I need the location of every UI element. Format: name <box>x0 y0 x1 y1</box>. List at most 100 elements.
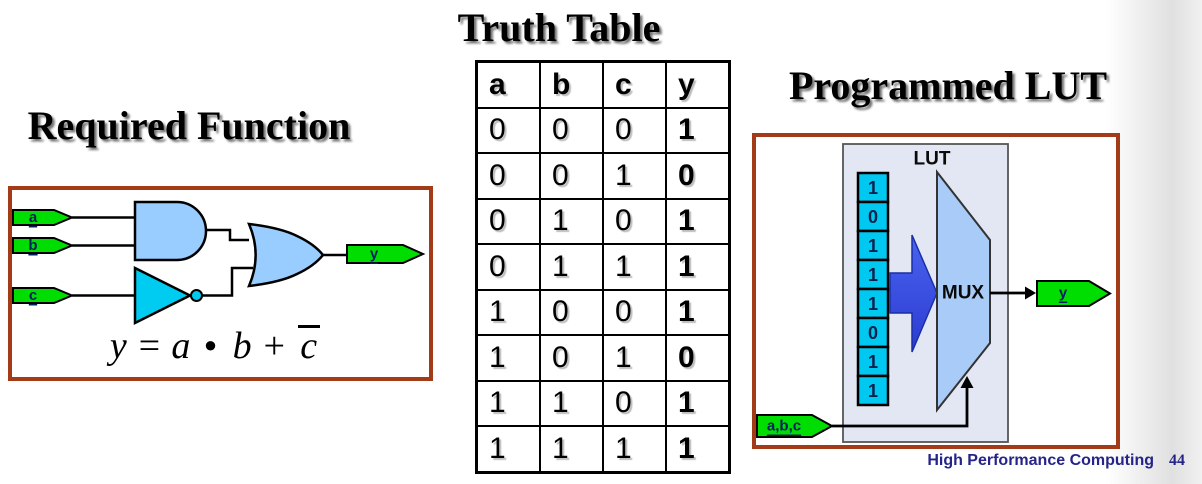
output-tag-y <box>346 244 426 264</box>
lut-memory-cells: 1 0 1 1 1 0 1 1 <box>856 171 890 407</box>
and-gate <box>133 200 208 262</box>
memory-cell <box>856 345 890 378</box>
lut-input-tag-abc <box>756 414 835 438</box>
programmed-lut-diagram: LUT 1 0 1 1 1 0 1 1 <box>752 133 1120 449</box>
cell: 1 <box>475 334 541 382</box>
lut-input-tag-abc-label: a,b,c <box>767 418 801 435</box>
cell: 0 <box>475 152 541 200</box>
lut-svg: LUT 1 0 1 1 1 0 1 1 <box>756 143 1112 443</box>
memory-cell-value: 1 <box>868 381 878 401</box>
lut-output-tag-y-label: y <box>1059 285 1068 302</box>
output-tag-y-label: y <box>370 246 379 263</box>
equation-c-overlined: c <box>298 325 321 365</box>
memory-cell <box>856 200 890 233</box>
not-gate <box>133 265 193 326</box>
memory-cell-value: 1 <box>868 265 878 285</box>
required-function-diagram: a b c y y = a ● b + c <box>8 186 433 381</box>
truth-table-title: Truth Table <box>457 5 661 50</box>
footer-text: High Performance Computing <box>927 452 1154 469</box>
memory-cell <box>856 374 890 407</box>
cell: 1 <box>475 379 541 427</box>
cell: 0 <box>539 288 604 336</box>
cell: 1 <box>602 334 667 382</box>
memory-cell-value: 1 <box>868 178 878 198</box>
cell: 0 <box>475 243 541 291</box>
cell: 0 <box>475 106 541 154</box>
logic-circuit-svg: a b c y <box>12 200 426 326</box>
wire-abc-to-mux <box>832 387 969 428</box>
input-tag-a-label: a <box>29 209 38 226</box>
input-tag-a <box>12 209 75 226</box>
column-header-c: c <box>602 60 667 109</box>
cell: 0 <box>539 334 604 382</box>
cell-y: 1 <box>665 379 731 427</box>
column-header-y: y <box>665 60 731 109</box>
and-dot-operator: ● <box>203 332 218 357</box>
cell: 1 <box>539 425 604 473</box>
input-tag-c-label: c <box>29 287 37 304</box>
wire-not-to-or <box>202 266 253 297</box>
cell: 0 <box>602 106 667 154</box>
cell: 1 <box>602 243 667 291</box>
memory-cell-value: 1 <box>868 294 878 314</box>
truth-table-header-row: a b c y <box>475 60 731 109</box>
input-tag-c <box>12 287 75 304</box>
memory-cell <box>856 316 890 349</box>
or-gate <box>247 222 325 288</box>
equation-mid: b + <box>232 325 287 367</box>
column-header-b: b <box>539 60 604 109</box>
memory-cell <box>856 171 890 204</box>
cell: 0 <box>602 197 667 245</box>
memory-cell-value: 0 <box>868 323 878 343</box>
memory-cell <box>856 258 890 291</box>
wire-and-to-or <box>206 228 249 242</box>
cell: 0 <box>475 197 541 245</box>
programmed-lut-title: Programmed LUT <box>788 63 1108 108</box>
page-number: 44 <box>1169 452 1185 469</box>
cell: 1 <box>539 197 604 245</box>
cell-y: 1 <box>665 197 731 245</box>
cell: 1 <box>602 425 667 473</box>
data-arrow-icon <box>889 234 938 353</box>
cell: 1 <box>539 379 604 427</box>
boolean-equation: y = a ● b + c <box>90 324 340 368</box>
cell: 1 <box>475 425 541 473</box>
column-header-a: a <box>475 60 541 109</box>
cell-y: 1 <box>665 288 731 336</box>
memory-cell-value: 1 <box>868 352 878 372</box>
footer: High Performance Computing 44 <box>927 452 1185 470</box>
cell-y: 1 <box>665 106 731 154</box>
cell-y: 1 <box>665 425 731 473</box>
cell-y: 0 <box>665 334 731 382</box>
cell: 0 <box>602 288 667 336</box>
memory-cell-value: 0 <box>868 207 878 227</box>
cell: 0 <box>539 106 604 154</box>
memory-cell-value: 1 <box>868 236 878 256</box>
cell: 1 <box>475 288 541 336</box>
lut-output-tag-y <box>1036 280 1112 307</box>
mux-shape <box>936 169 991 413</box>
not-gate-bubble <box>190 289 203 302</box>
cell-y: 0 <box>665 152 731 200</box>
mux-label: MUX <box>942 283 985 304</box>
cell: 1 <box>602 152 667 200</box>
input-tag-b <box>12 237 75 254</box>
lut-panel-label: LUT <box>914 149 951 170</box>
cell-y: 1 <box>665 243 731 291</box>
cell: 0 <box>602 379 667 427</box>
cell: 1 <box>539 243 604 291</box>
cell: 0 <box>539 152 604 200</box>
arrowhead-up-icon <box>960 376 974 388</box>
arrowhead-right-icon <box>1025 286 1036 300</box>
equation-lhs: y = a <box>109 325 191 367</box>
